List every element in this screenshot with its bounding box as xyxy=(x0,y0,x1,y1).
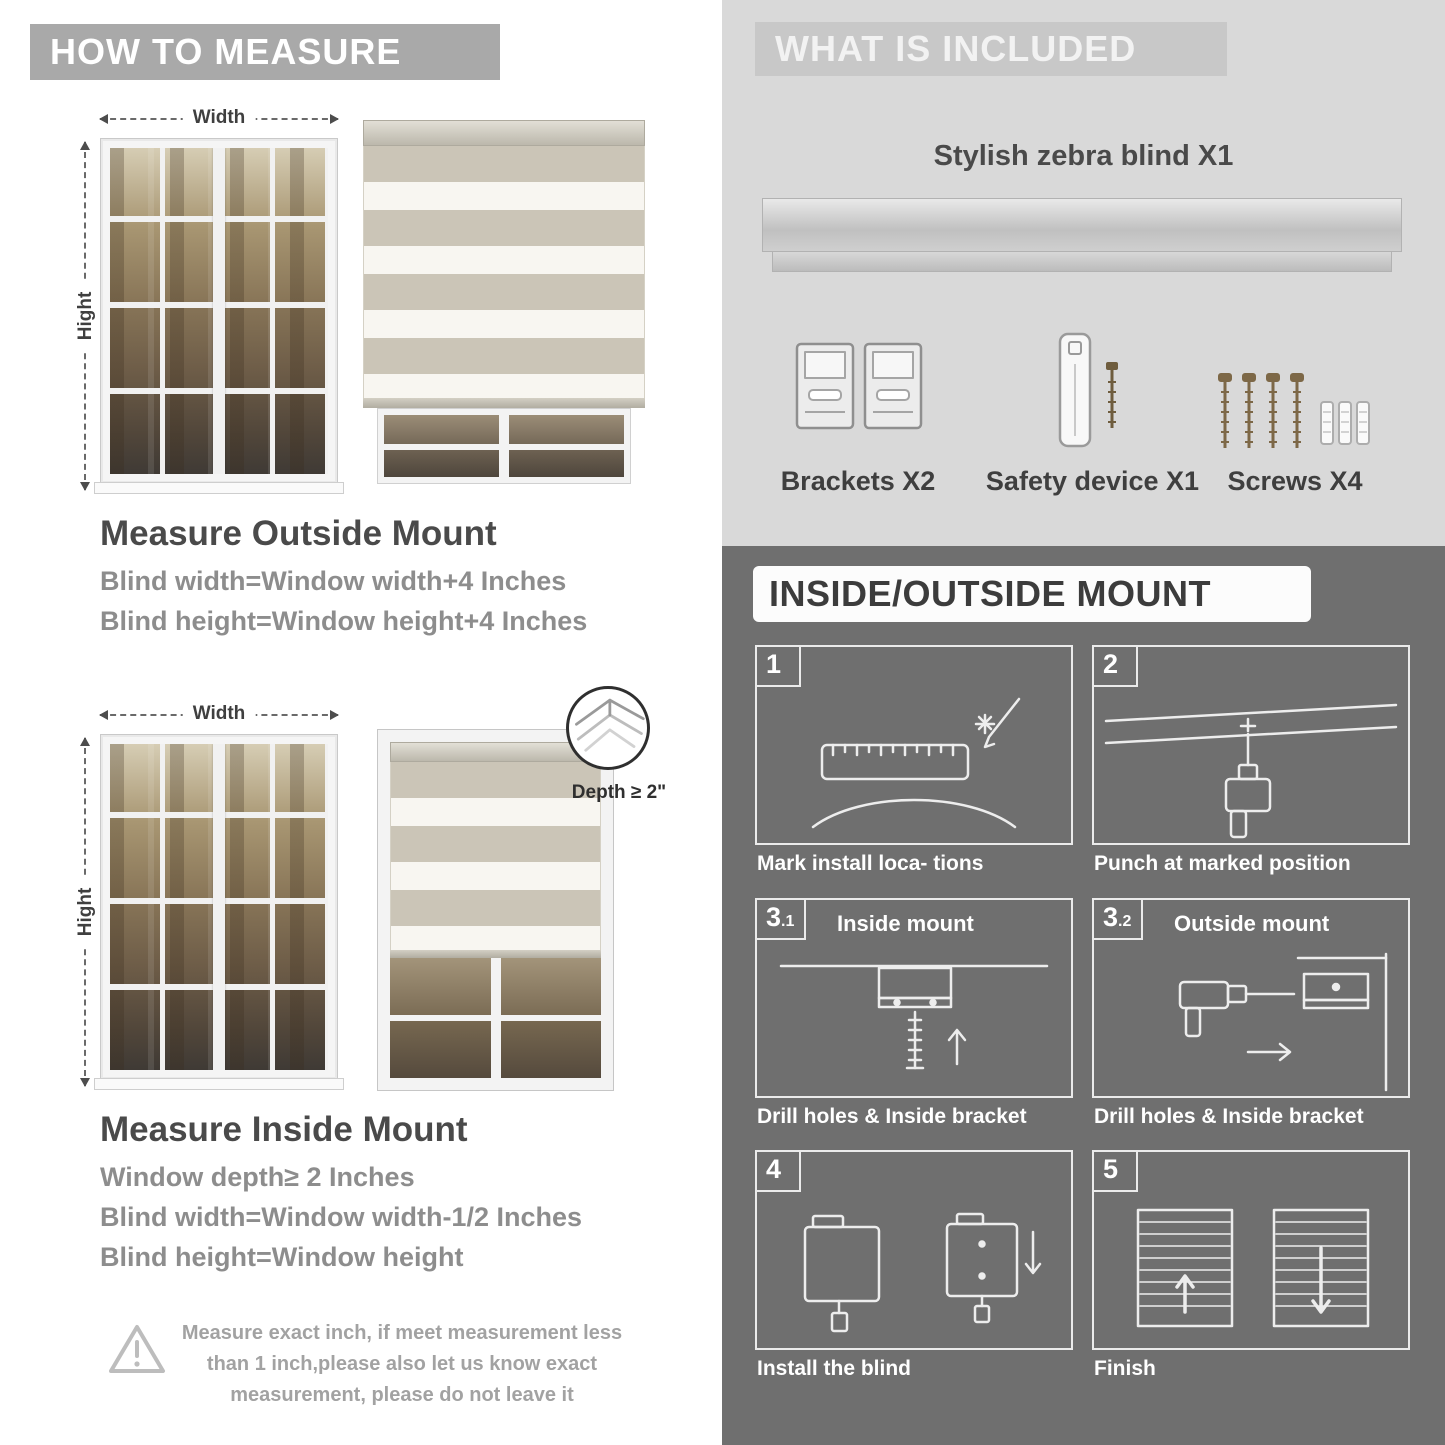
window-frame xyxy=(100,138,338,484)
step-panel-2: 2 xyxy=(1092,645,1410,845)
product-label: Stylish zebra blind X1 xyxy=(933,140,1234,172)
depth-detail-circle xyxy=(566,686,650,770)
blind-shade xyxy=(363,146,645,398)
blind-shade xyxy=(390,762,601,950)
blind-headrail-illustration xyxy=(762,198,1402,272)
step-title: Outside mount xyxy=(1174,911,1330,936)
measurement-warning-text: Measure exact inch, if meet measurement … xyxy=(181,1322,623,1406)
inside-formula-width: Blind width=Window width-1/2 Inches xyxy=(100,1202,583,1232)
height-label-inside: Hight xyxy=(75,877,97,947)
step-panel-4: 4 xyxy=(755,1150,1073,1350)
window-center-divider xyxy=(213,744,225,1070)
outside-formula-width: Blind width=Window width+4 Inches xyxy=(100,566,567,596)
window-center-divider xyxy=(213,148,225,474)
what-is-included-title: WHAT IS INCLUDED xyxy=(775,28,1137,69)
step-number: 3.2 xyxy=(1094,900,1144,940)
drill-icon xyxy=(1104,703,1398,839)
inside-mount-window-frame xyxy=(378,730,613,1090)
width-label-inside: Width xyxy=(182,703,256,725)
inside-outside-mount-banner: INSIDE/OUTSIDE MOUNT xyxy=(753,566,1311,622)
window-below-glass xyxy=(384,415,624,477)
height-label-outside: Hight xyxy=(75,281,97,351)
window-frame xyxy=(100,734,338,1080)
outside-bracket-icon xyxy=(1178,952,1388,1092)
step-panel-3-2: 3.2 Outside mount xyxy=(1092,898,1410,1098)
step-panel-3-1: 3.1 Inside mount xyxy=(755,898,1073,1098)
install-blind-icon xyxy=(803,1212,1042,1333)
step-number: 4 xyxy=(757,1152,801,1192)
blind-bottom-rail xyxy=(390,950,601,958)
step-number: 3.1 xyxy=(757,900,807,940)
how-to-measure-banner: HOW TO MEASURE xyxy=(30,24,500,80)
included-panel xyxy=(722,0,1445,546)
screws-icon xyxy=(1215,372,1375,465)
finish-blinds-icon xyxy=(1136,1208,1370,1328)
blind-bottom-rail xyxy=(363,398,645,408)
safety-device-label: Safety device X1 xyxy=(985,466,1200,496)
width-arrow-outside: Width xyxy=(99,107,339,129)
safety-device-icon xyxy=(1050,330,1130,460)
window-glass xyxy=(110,148,328,474)
height-arrow-outside: Hight xyxy=(75,141,97,491)
window-glass xyxy=(110,744,328,1070)
mark-location-icon xyxy=(811,697,1021,829)
inside-outside-mount-title: INSIDE/OUTSIDE MOUNT xyxy=(769,573,1212,614)
window-illustration-inside xyxy=(94,734,344,1090)
inside-formula-height: Blind height=Window height xyxy=(100,1242,464,1272)
inside-bracket-icon xyxy=(779,964,1049,1070)
depth-label: Depth ≥ 2" xyxy=(571,782,667,803)
what-is-included-banner: WHAT IS INCLUDED xyxy=(755,22,1227,76)
brackets-label: Brackets X2 xyxy=(780,466,936,496)
inside-rule-depth: Window depth≥ 2 Inches xyxy=(100,1162,415,1192)
step-caption-5: Finish xyxy=(1094,1357,1156,1380)
screws-label: Screws X4 xyxy=(1227,466,1363,496)
window-corner-depth-icon xyxy=(575,698,645,752)
outside-formula-height: Blind height=Window height+4 Inches xyxy=(100,606,588,636)
blind-cassette xyxy=(363,120,645,146)
step-caption-1: Mark install loca- tions xyxy=(757,852,984,875)
width-arrow-inside: Width xyxy=(99,703,339,725)
how-to-measure-title: HOW TO MEASURE xyxy=(50,31,402,72)
step-number: 5 xyxy=(1094,1152,1138,1192)
width-label-outside: Width xyxy=(182,107,256,129)
step-title: Inside mount xyxy=(837,911,974,936)
step-number: 1 xyxy=(757,647,801,687)
step-panel-1: 1 xyxy=(755,645,1073,845)
window-sill xyxy=(94,482,344,494)
brackets-icon xyxy=(795,338,925,451)
blind-illustration-outside xyxy=(363,120,645,492)
headrail-bottom xyxy=(772,252,1392,272)
window-below-blind xyxy=(377,408,631,484)
window-glass-below xyxy=(390,958,601,1078)
measure-inside-title: Measure Inside Mount xyxy=(100,1110,468,1149)
step-caption-4: Install the blind xyxy=(757,1357,912,1380)
mount-panel xyxy=(722,546,1445,1445)
warning-triangle-icon xyxy=(108,1322,166,1381)
measure-outside-title: Measure Outside Mount xyxy=(100,514,497,553)
step-caption-3-1: Drill holes & Inside bracket xyxy=(757,1105,1027,1128)
window-sill xyxy=(94,1078,344,1090)
height-arrow-inside: Hight xyxy=(75,737,97,1087)
headrail-top xyxy=(762,198,1402,252)
step-number: 2 xyxy=(1094,647,1138,687)
window-illustration-outside xyxy=(94,138,344,494)
step-panel-5: 5 xyxy=(1092,1150,1410,1350)
blind-illustration-inside xyxy=(378,730,613,1090)
step-caption-3-2: Drill holes & Inside bracket xyxy=(1094,1105,1364,1128)
step-caption-2: Punch at marked position xyxy=(1094,852,1351,875)
